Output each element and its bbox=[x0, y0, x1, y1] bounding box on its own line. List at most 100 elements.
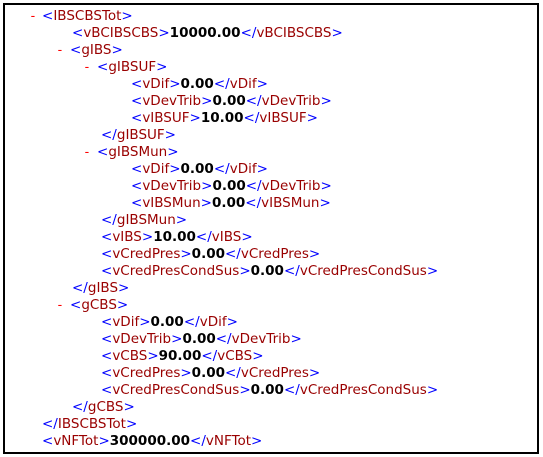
angle-bracket: </ bbox=[224, 246, 241, 262]
angle-bracket: > bbox=[111, 42, 123, 58]
angle-bracket: </ bbox=[190, 433, 206, 449]
collapse-toggle[interactable]: - bbox=[56, 43, 64, 58]
angle-bracket: </ bbox=[101, 212, 117, 228]
element-value: 300000.00 bbox=[109, 433, 191, 449]
xml-element: <vNFTot>300000.00</vNFTot> bbox=[42, 433, 262, 450]
tag-name: vDif bbox=[229, 161, 257, 177]
angle-bracket: > bbox=[156, 59, 168, 75]
tag-name: vIBSUF bbox=[259, 110, 307, 126]
xml-line: </gCBS> bbox=[5, 399, 537, 416]
angle-bracket: > bbox=[308, 246, 321, 262]
element-value: 0.00 bbox=[212, 178, 246, 194]
tag-name: vDevTrib bbox=[142, 178, 202, 194]
angle-bracket: > bbox=[147, 348, 159, 364]
tag-name: vCredPres bbox=[112, 365, 181, 381]
tag-name: vBCIBSCBS bbox=[83, 25, 159, 41]
tag-name: vDif bbox=[142, 161, 170, 177]
xml-element: <vCredPresCondSus>0.00</vCredPresCondSus… bbox=[101, 382, 438, 399]
angle-bracket: < bbox=[101, 365, 113, 381]
angle-bracket: > bbox=[290, 331, 302, 347]
tag-name: vCredPres bbox=[240, 365, 309, 381]
angle-bracket: </ bbox=[224, 365, 241, 381]
angle-bracket: > bbox=[189, 110, 201, 126]
angle-bracket: < bbox=[97, 59, 109, 75]
angle-bracket: < bbox=[131, 178, 143, 194]
angle-bracket: </ bbox=[245, 195, 262, 211]
tag-name: vDevTrib bbox=[142, 93, 202, 109]
angle-bracket: < bbox=[97, 144, 109, 160]
angle-bracket: > bbox=[98, 433, 110, 449]
angle-bracket: > bbox=[239, 263, 251, 279]
xml-element: <vDif>0.00</vDif> bbox=[131, 161, 268, 178]
angle-bracket: < bbox=[131, 93, 143, 109]
xml-line: <vDevTrib>0.00</vDevTrib> bbox=[5, 331, 537, 348]
xml-viewer-frame: -<IBSCBSTot><vBCIBSCBS>10000.00</vBCIBSC… bbox=[3, 3, 539, 454]
tag-name: vDevTrib bbox=[112, 331, 172, 347]
collapse-toggle[interactable]: - bbox=[83, 60, 91, 75]
angle-bracket: > bbox=[308, 365, 321, 381]
tag-name: vBCIBSCBS bbox=[256, 25, 332, 41]
xml-element: <vIBS>10.00</vIBS> bbox=[101, 229, 253, 246]
angle-bracket: > bbox=[123, 399, 135, 415]
xml-element: <vCredPres>0.00</vCredPres> bbox=[101, 365, 320, 382]
xml-element: </IBSCBSTot> bbox=[42, 416, 137, 433]
angle-bracket: > bbox=[158, 25, 170, 41]
angle-bracket: > bbox=[139, 314, 151, 330]
angle-bracket: > bbox=[331, 25, 343, 41]
collapse-toggle[interactable]: - bbox=[83, 145, 91, 160]
xml-line: <vIBSMun>0.00</vIBSMun> bbox=[5, 195, 537, 212]
angle-bracket: > bbox=[256, 76, 268, 92]
xml-element: <vDevTrib>0.00</vDevTrib> bbox=[131, 178, 332, 195]
angle-bracket: < bbox=[101, 348, 113, 364]
xml-element: </gCBS> bbox=[72, 399, 135, 416]
tag-name: vNFTot bbox=[53, 433, 99, 449]
angle-bracket: < bbox=[101, 263, 113, 279]
element-value: 0.00 bbox=[182, 331, 216, 347]
tag-name: vCredPres bbox=[240, 246, 309, 262]
element-value: 0.00 bbox=[211, 195, 246, 211]
angle-bracket: > bbox=[201, 178, 213, 194]
angle-bracket: > bbox=[171, 331, 183, 347]
angle-bracket: > bbox=[241, 229, 253, 245]
angle-bracket: > bbox=[180, 246, 192, 262]
angle-bracket: </ bbox=[42, 416, 58, 432]
angle-bracket: </ bbox=[183, 314, 200, 330]
collapse-toggle[interactable]: - bbox=[56, 298, 64, 313]
xml-element: <vDif>0.00</vDif> bbox=[131, 76, 268, 93]
element-value: 0.00 bbox=[180, 76, 214, 92]
tag-name: vCredPresCondSus bbox=[112, 263, 240, 279]
tag-name: vDevTrib bbox=[261, 178, 321, 194]
element-value: 0.00 bbox=[250, 382, 284, 398]
element-value: 0.00 bbox=[212, 93, 246, 109]
angle-bracket: < bbox=[131, 195, 143, 211]
xml-line: </gIBS> bbox=[5, 280, 537, 297]
element-value: 10.00 bbox=[153, 229, 196, 245]
angle-bracket: > bbox=[306, 110, 318, 126]
xml-line: -<gIBSMun> bbox=[5, 144, 537, 161]
xml-line: -<IBSCBSTot> bbox=[5, 8, 537, 25]
angle-bracket: > bbox=[125, 416, 138, 432]
angle-bracket: </ bbox=[283, 382, 300, 398]
tag-name: gCBS bbox=[87, 399, 124, 415]
tag-name: vCBS bbox=[112, 348, 148, 364]
tag-name: gIBS bbox=[87, 280, 119, 296]
tag-name: vDevTrib bbox=[261, 93, 321, 109]
xml-line: <vDif>0.00</vDif> bbox=[5, 161, 537, 178]
xml-element: <IBSCBSTot> bbox=[42, 8, 133, 25]
xml-line: <vDif>0.00</vDif> bbox=[5, 314, 537, 331]
element-value: 10000.00 bbox=[169, 25, 241, 41]
collapse-toggle[interactable]: - bbox=[29, 9, 37, 24]
xml-line: <vCredPres>0.00</vCredPres> bbox=[5, 365, 537, 382]
xml-element: </gIBSUF> bbox=[101, 127, 176, 144]
element-value: 10.00 bbox=[200, 110, 244, 126]
xml-line: <vDevTrib>0.00</vDevTrib> bbox=[5, 93, 537, 110]
tag-name: vCredPres bbox=[112, 246, 181, 262]
xml-line: -<gIBS> bbox=[5, 42, 537, 59]
xml-element: <vIBSMun>0.00</vIBSMun> bbox=[131, 195, 331, 212]
element-value: 0.00 bbox=[191, 365, 225, 381]
angle-bracket: </ bbox=[213, 161, 230, 177]
xml-line: <vCBS>90.00</vCBS> bbox=[5, 348, 537, 365]
tag-name: vIBSMun bbox=[142, 195, 201, 211]
angle-bracket: < bbox=[101, 331, 113, 347]
angle-bracket: > bbox=[167, 144, 179, 160]
